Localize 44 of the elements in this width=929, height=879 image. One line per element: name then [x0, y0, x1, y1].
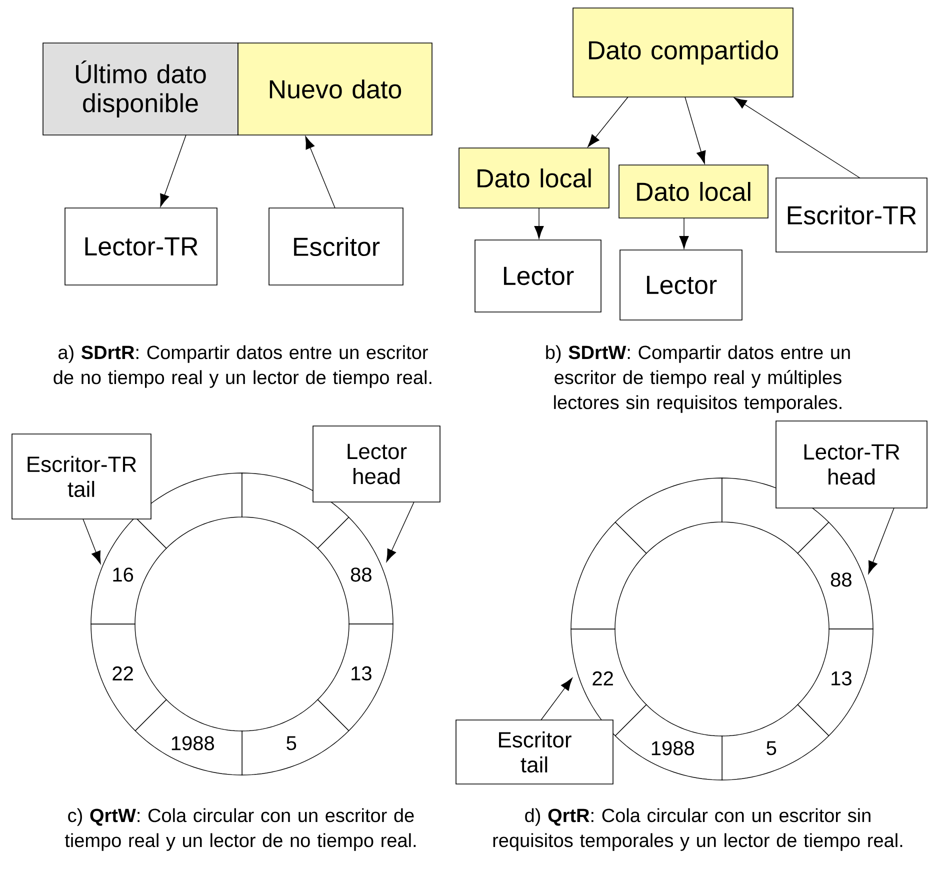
ring-cell: 5: [722, 704, 830, 780]
text-box: Último dato disponible: [42, 42, 238, 136]
ring-cell: 88: [797, 522, 874, 630]
ring-cell: [242, 472, 350, 549]
text-box: Dato local: [458, 148, 610, 208]
arrow: [734, 97, 860, 178]
caption: c) QrtW: Cola circular con un escritor de tiempo real y un lector de no tiempo real.: [64, 808, 416, 851]
ring-cell: 88: [317, 516, 394, 624]
arrow: [305, 136, 336, 208]
caption: d) QrtR: Cola circular con un escritor sin requisitos temporales y un lector de tiempo real.: [493, 808, 902, 851]
caption: a) SDrtR: Compartir datos entre un escritor de no tiempo real y un lector de tiempo real.: [54, 345, 432, 388]
text-box: Dato compartido: [572, 8, 794, 98]
ring-cell: [722, 478, 830, 554]
ring-cell: 22: [570, 628, 647, 736]
ring-cell: [614, 478, 722, 554]
ring-cell: 1988: [134, 699, 242, 776]
arrow: [868, 508, 894, 574]
ring-cell: [570, 522, 647, 630]
text-box: Lector head: [312, 426, 440, 502]
text-box: Lector: [474, 240, 602, 312]
text-box: Nuevo dato: [238, 42, 432, 136]
arrow: [160, 134, 186, 207]
ring-cell: 1988: [614, 704, 722, 780]
text-box: Escritor tail: [456, 720, 614, 784]
arrow: [534, 208, 544, 239]
ring-cell: 5: [242, 699, 350, 776]
ring-cell: 22: [90, 624, 167, 732]
ring-cell: 16: [90, 516, 167, 624]
arrow: [679, 218, 689, 249]
arrow: [82, 518, 101, 564]
text-box: Lector: [620, 250, 742, 320]
text-box: Lector-TR head: [776, 420, 928, 508]
caption: b) SDrtW: Compartir datos entre un escritor de tiempo real y múltiples lectores sin requisitos temporales.: [546, 345, 850, 413]
arrow: [540, 678, 572, 720]
ring-cell: 13: [797, 628, 874, 736]
text-box: Lector-TR: [64, 208, 218, 286]
ring-cell: 13: [317, 624, 394, 732]
arrow: [386, 502, 414, 562]
text-box: Escritor-TR: [776, 178, 928, 252]
text-box: Dato local: [618, 164, 768, 218]
arrow: [588, 96, 628, 148]
arrow: [684, 96, 706, 164]
text-box: Escritor-TR tail: [12, 434, 152, 520]
text-box: Escritor: [268, 208, 404, 286]
